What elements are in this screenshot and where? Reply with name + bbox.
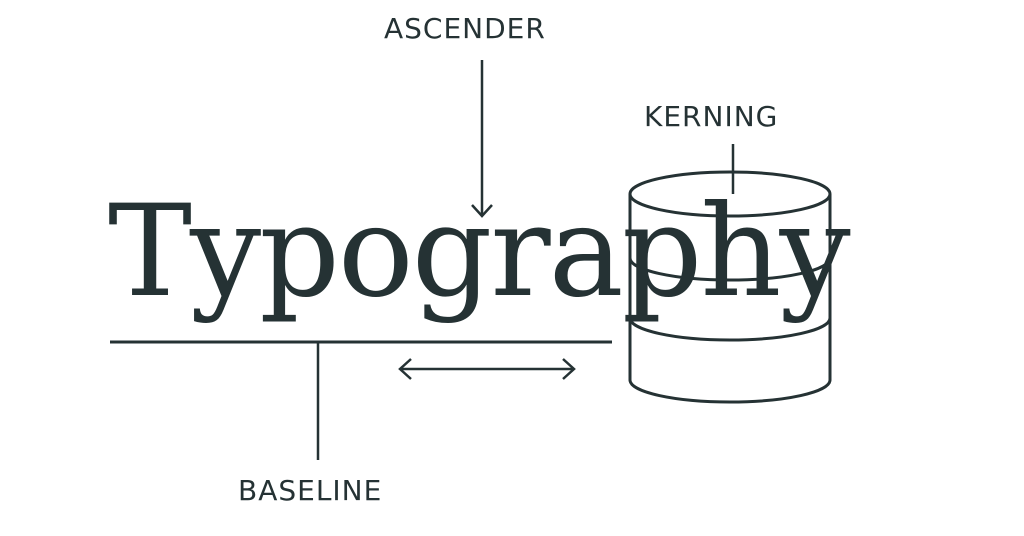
database-cylinder-icon xyxy=(628,170,832,404)
kerning-label: KERNING xyxy=(644,100,779,133)
baseline-label: BASELINE xyxy=(238,474,383,507)
kerning-double-arrow-icon xyxy=(398,358,576,380)
typography-word: Typography xyxy=(108,178,851,325)
ascender-label: ASCENDER xyxy=(384,12,546,45)
ascender-arrow-icon xyxy=(471,60,493,218)
